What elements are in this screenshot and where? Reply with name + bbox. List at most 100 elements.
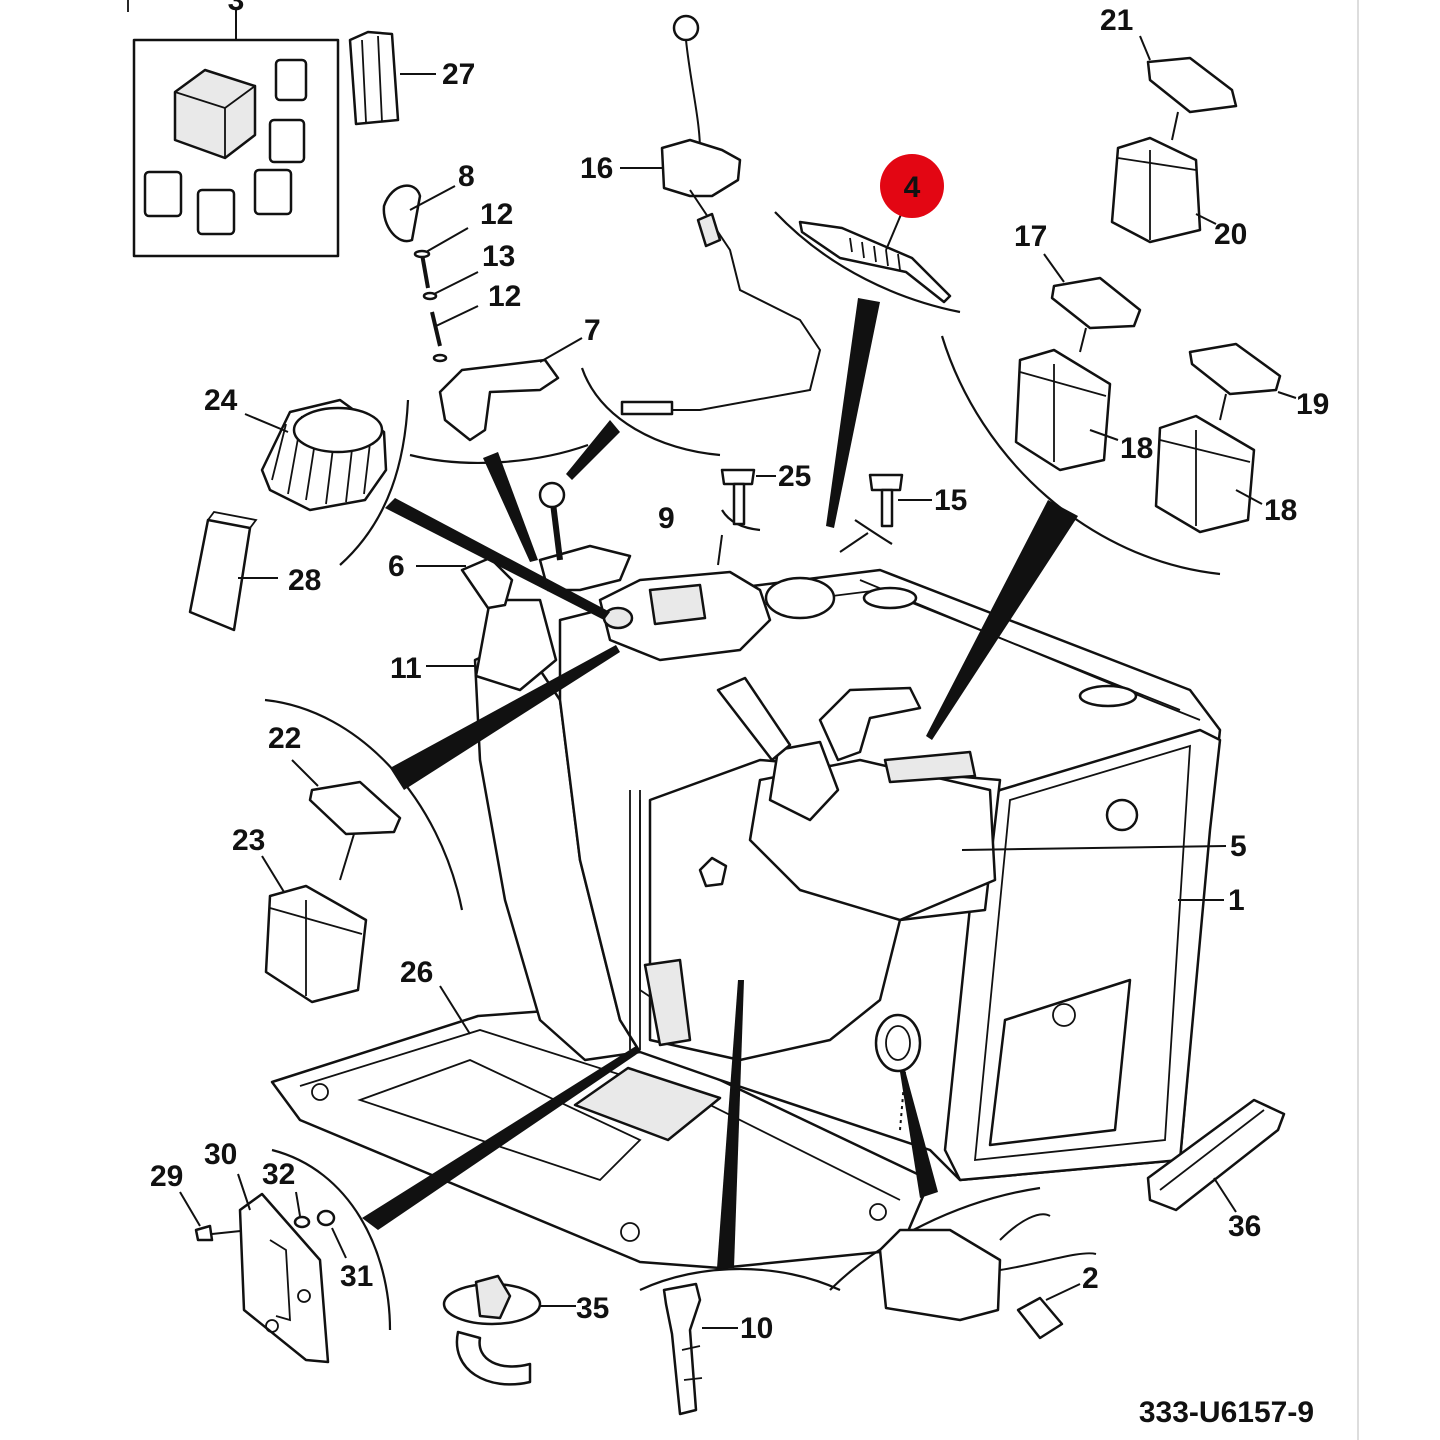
access-cover — [988, 978, 1132, 1147]
display-screen — [648, 583, 707, 626]
label-12-lower: 12 — [488, 280, 521, 313]
callout-arc-24 — [339, 399, 410, 566]
callout-arc-17 — [940, 335, 1221, 576]
nut-31 — [316, 1209, 336, 1227]
washer-13 — [422, 291, 438, 301]
cable-10 — [662, 1282, 738, 1416]
label-6: 6 — [388, 550, 405, 583]
relay-icon — [173, 68, 257, 160]
label-25: 25 — [778, 460, 811, 493]
washer-32 — [293, 1215, 311, 1229]
label-2: 2 — [1082, 1262, 1099, 1295]
fuse-icon-4 — [143, 170, 183, 218]
label-24: 24 — [204, 384, 238, 417]
label-26: 26 — [400, 956, 433, 989]
lever-knob-8 — [382, 184, 422, 243]
shift-lever-16 — [620, 14, 822, 416]
handle-7 — [438, 358, 560, 442]
relay-fuse-kit — [132, 10, 340, 258]
label-1: 1 — [1228, 884, 1245, 917]
label-9: 9 — [658, 502, 675, 535]
wedge-30 — [362, 1046, 640, 1230]
fuse-icon-5 — [196, 188, 236, 236]
wedge-7 — [483, 452, 538, 562]
callout-arc-7 — [409, 443, 589, 465]
callout-arc-16 — [580, 367, 721, 457]
wedge-22 — [390, 645, 620, 790]
screw-15 — [880, 488, 894, 528]
cup-recess — [764, 576, 836, 620]
label-28: 28 — [288, 564, 321, 597]
label-11: 11 — [390, 652, 422, 685]
wedge-17 — [926, 500, 1078, 740]
rotary-knob-24 — [244, 398, 388, 512]
fuse-icon-3 — [253, 168, 293, 216]
callout-arc-30 — [271, 1148, 392, 1331]
right-throttle-grip — [818, 686, 922, 762]
floor-plate — [270, 1008, 932, 1270]
label-10: 10 — [740, 1312, 773, 1345]
fuse-icon-2 — [268, 118, 306, 164]
rocker-switch-22-23 — [261, 759, 402, 1004]
console-assembly — [270, 481, 1222, 1270]
panel-hole — [1105, 798, 1139, 832]
label-13: 13 — [482, 240, 515, 273]
label-30: 30 — [204, 1138, 237, 1171]
floor-grille — [573, 1066, 722, 1142]
label-22: 22 — [268, 722, 301, 755]
label-20: 20 — [1214, 218, 1247, 251]
right-joystick-boot — [768, 740, 840, 822]
fuse-icon — [274, 58, 308, 102]
rocker-switch-21-20 — [1110, 35, 1238, 244]
label-8: 8 — [458, 160, 475, 193]
label-36: 36 — [1228, 1210, 1261, 1243]
valve-2 — [878, 1213, 1097, 1340]
callout-arc-15 — [854, 519, 893, 545]
rocker-switch-19-18 — [1154, 342, 1297, 534]
wedge-10 — [717, 980, 744, 1268]
label-17: 17 — [1014, 220, 1047, 253]
left-joystick-grip — [460, 556, 514, 610]
left-joystick-boot — [474, 598, 558, 692]
callout-arc-4 — [774, 211, 961, 314]
label-18-left: 18 — [1120, 432, 1153, 465]
cable-knob — [698, 856, 728, 888]
callout-arc-2 — [829, 1186, 1041, 1291]
screw-25-head — [720, 468, 756, 486]
label-29: 29 — [150, 1160, 183, 1193]
label-5: 5 — [1230, 830, 1247, 863]
cable-clip-35 — [442, 1274, 576, 1386]
label-21: 21 — [1100, 4, 1133, 37]
switch-bank — [883, 750, 977, 784]
label-16: 16 — [580, 152, 613, 185]
label-3: 3 — [228, 0, 245, 17]
label-12-upper: 12 — [480, 198, 513, 231]
screw-25 — [732, 482, 746, 526]
label-4: 4 — [904, 171, 921, 204]
label-15: 15 — [934, 484, 967, 517]
side-cap — [1078, 684, 1138, 708]
label-27: 27 — [442, 58, 475, 91]
highlight-marker — [880, 154, 944, 218]
label-31: 31 — [340, 1260, 373, 1293]
label-32: 32 — [262, 1158, 295, 1191]
block-28 — [188, 518, 252, 632]
label-18-right: 18 — [1264, 494, 1297, 527]
top-cap — [862, 586, 918, 610]
edge-trim-27 — [348, 30, 400, 126]
wedge-4 — [826, 298, 880, 528]
wedge-16 — [566, 420, 620, 480]
label-23: 23 — [232, 824, 265, 857]
grommet — [874, 1013, 922, 1073]
rotary-knob-installed — [602, 606, 634, 630]
trim-strip-36 — [1146, 1098, 1286, 1213]
console-lever-knob — [538, 481, 566, 509]
drawing-code: 333-U6157-9 — [1139, 1396, 1314, 1429]
side-plate-30 — [179, 1173, 347, 1364]
wedge-2 — [900, 1070, 938, 1198]
callout-arc-10 — [639, 1267, 841, 1291]
wedge-24 — [385, 498, 610, 620]
screw-15-head — [868, 473, 904, 492]
throttle-cable-4 — [798, 154, 952, 304]
